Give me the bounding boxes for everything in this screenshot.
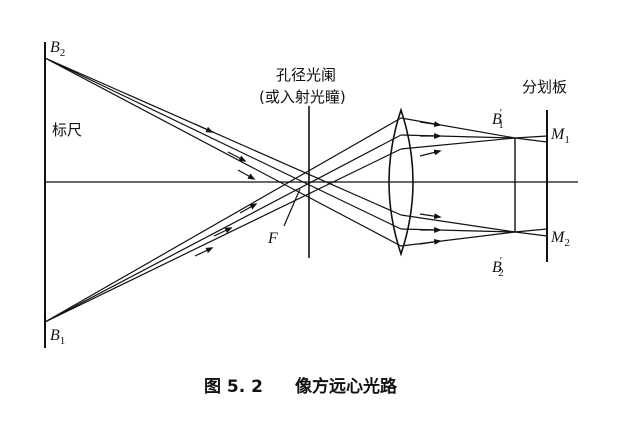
- label-b1-prime: B′1: [492, 107, 504, 131]
- ray: [514, 228, 548, 233]
- label-b1: B1: [50, 327, 65, 347]
- ray: [514, 231, 548, 237]
- label-focus: F: [267, 230, 278, 247]
- ray: [400, 137, 516, 150]
- label-b2: B2: [50, 39, 65, 59]
- ray-arrow: [419, 213, 442, 220]
- label-entrance-pupil: (或入射光瞳): [259, 88, 346, 106]
- ray-arrow: [239, 203, 258, 214]
- ray-arrow: [419, 121, 442, 128]
- ray-arrow: [237, 169, 256, 180]
- ray: [44, 57, 402, 216]
- ray: [400, 231, 516, 247]
- ray: [44, 148, 402, 323]
- ray-arrow: [213, 227, 233, 237]
- ray: [44, 117, 402, 323]
- label-m2: M2: [550, 229, 570, 249]
- ray: [44, 57, 402, 230]
- ray-arrow: [194, 247, 214, 257]
- label-aperture-stop: 孔径光阑: [276, 66, 336, 84]
- ray-arrow: [194, 123, 214, 133]
- ray: [400, 117, 516, 139]
- label-m1: M1: [550, 126, 570, 146]
- ray: [44, 134, 402, 323]
- ray: [400, 214, 516, 233]
- label-reticle: 分划板: [522, 78, 567, 96]
- caption-title: 像方远心光路: [295, 376, 398, 397]
- ray-arrow: [419, 238, 442, 245]
- ray-arrow: [227, 151, 247, 162]
- ray: [514, 137, 548, 143]
- ray: [514, 135, 548, 139]
- ray-arrow: [419, 149, 442, 157]
- ray: [44, 57, 402, 247]
- label-b2-prime: B′2: [492, 255, 504, 279]
- focus-leader: [283, 188, 301, 227]
- caption-number: 图 5. 2: [204, 377, 263, 397]
- label-scale: 标尺: [52, 121, 82, 139]
